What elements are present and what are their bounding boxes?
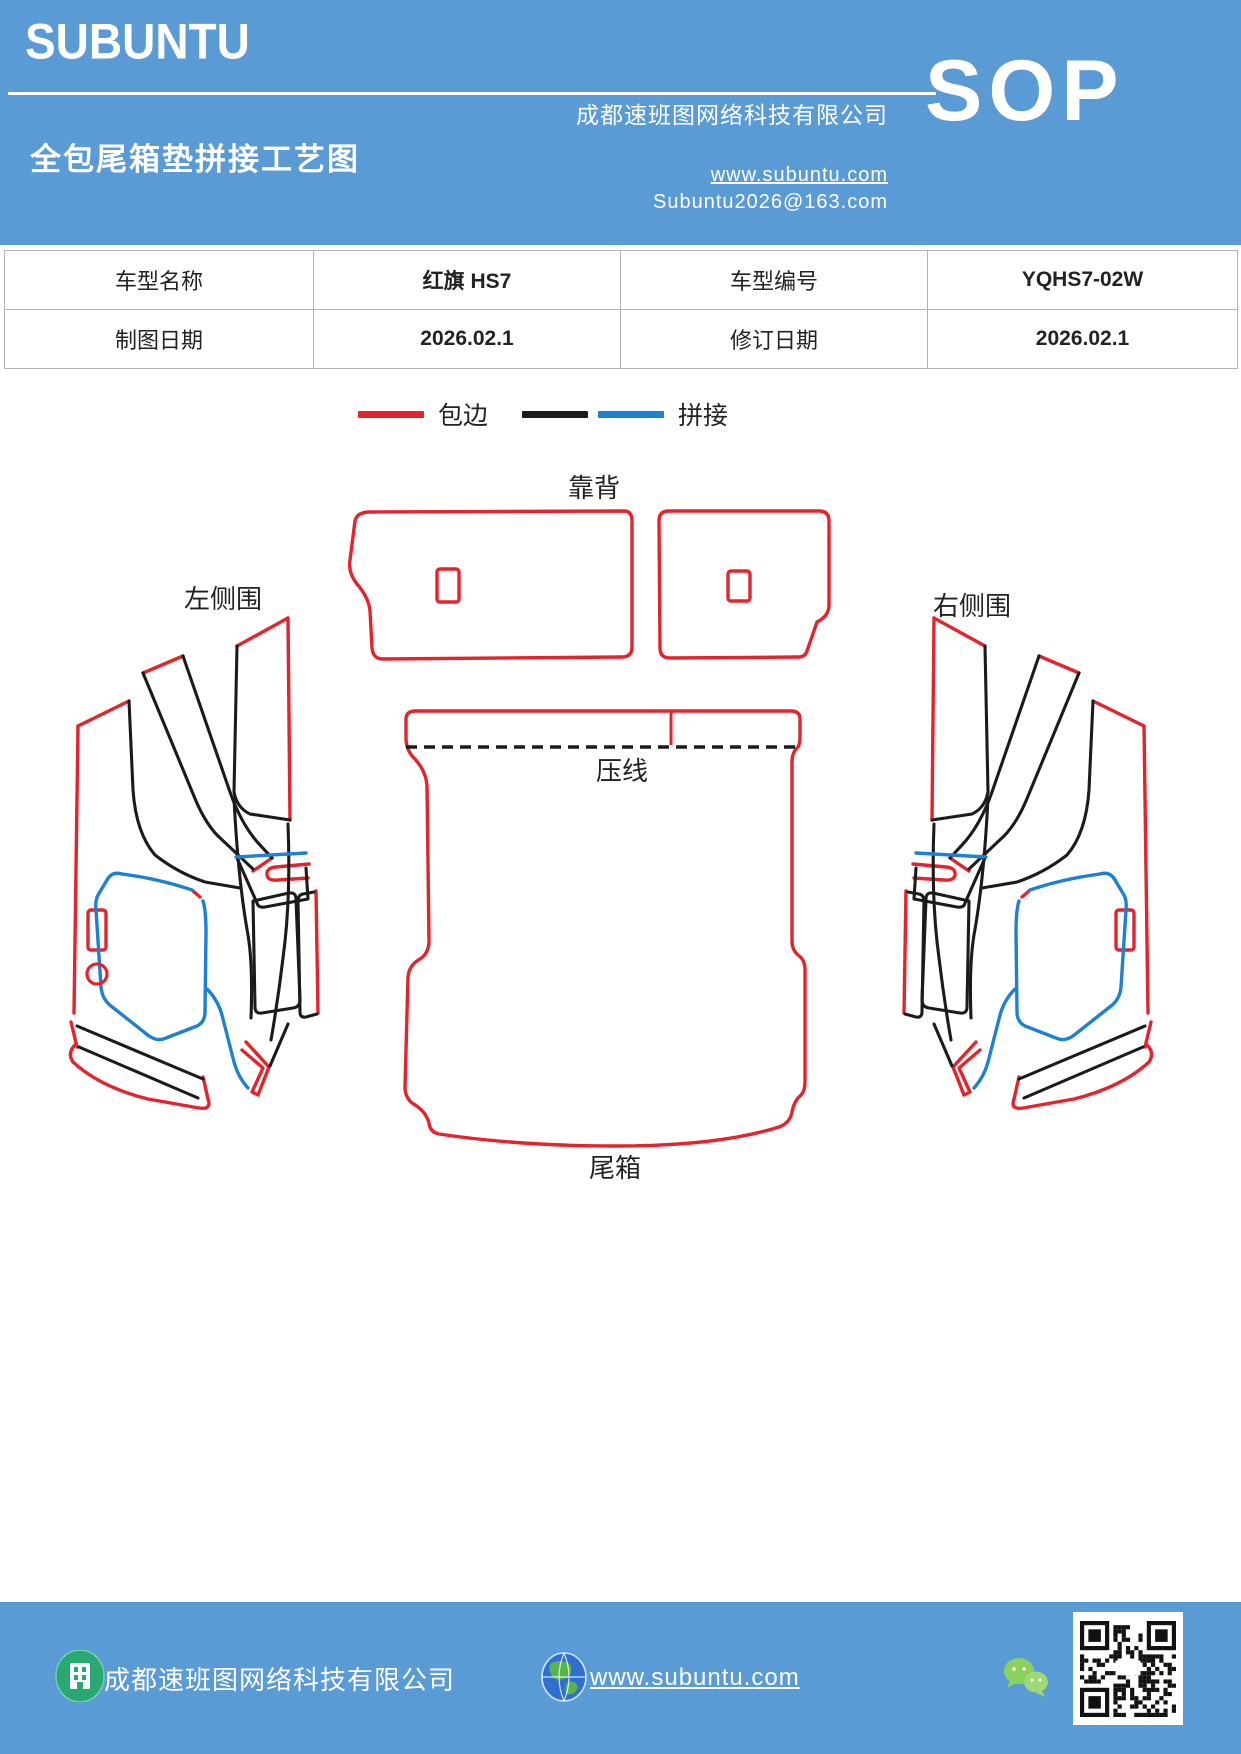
backrest-right-shape	[657, 509, 831, 660]
footer-company-name: 成都速班图网络科技有限公司	[104, 1665, 456, 1695]
left-side-hole	[85, 962, 109, 986]
binding-label: 包边	[438, 402, 489, 430]
qr-code-pattern	[1080, 1620, 1176, 1717]
backrest-left-shape	[347, 509, 634, 661]
sop-badge: SOP	[925, 43, 1125, 139]
wechat-icon	[1004, 1658, 1048, 1697]
right-side-group	[902, 616, 1154, 1111]
building-icon	[55, 1650, 105, 1702]
label-right-side: 右侧围	[933, 591, 1011, 621]
label-press-line: 压线	[596, 756, 648, 786]
label-left-side: 左侧围	[184, 584, 262, 614]
qr-code	[1073, 1612, 1183, 1725]
label-backrest: 靠背	[568, 473, 620, 503]
vehicle-info-table: 车型名称 红旗 HS7 车型编号 YQHS7-02W 制图日期 2026.02.…	[4, 250, 1238, 369]
table-value-revision-date: 2026.02.1	[928, 310, 1238, 369]
email-text: Subuntu2026@163.com	[652, 191, 888, 213]
line-legend: 包边 拼接	[358, 400, 728, 430]
splice-label: 拼接	[678, 402, 729, 430]
table-label-model-code: 车型编号	[621, 251, 928, 310]
header-divider	[8, 92, 936, 95]
company-name: 成都速班图网络科技有限公司	[576, 102, 888, 128]
brand-logo: SUBUNTU	[25, 13, 250, 70]
pattern-diagram: 靠背 左侧围 右侧围 压线 尾箱	[0, 430, 1241, 1220]
binding-line-swatch	[358, 410, 424, 418]
header-contact-block: 成都速班图网络科技有限公司 www.subuntu.com Subuntu202…	[576, 96, 888, 214]
splice-blue-swatch	[598, 410, 665, 418]
splice-black-swatch	[522, 410, 589, 418]
page-footer: 成都速班图网络科技有限公司 www.subuntu.com	[0, 1602, 1241, 1754]
globe-icon	[541, 1652, 587, 1702]
pattern-diagram-svg: 靠背 左侧围 右侧围 压线 尾箱	[68, 473, 1154, 1183]
page-title: 全包尾箱垫拼接工艺图	[30, 142, 360, 177]
left-side-group	[68, 616, 320, 1111]
table-label-revision-date: 修订日期	[621, 310, 928, 369]
website-link[interactable]: www.subuntu.com	[710, 164, 888, 186]
trunk-shape	[403, 709, 807, 1148]
table-label-draw-date: 制图日期	[5, 310, 314, 369]
page-header: SUBUNTU 全包尾箱垫拼接工艺图 成都速班图网络科技有限公司 www.sub…	[0, 0, 1241, 245]
table-value-draw-date: 2026.02.1	[314, 310, 621, 369]
table-value-model-name: 红旗 HS7	[314, 251, 621, 310]
table-value-model-code: YQHS7-02W	[928, 251, 1238, 310]
footer-website-link[interactable]: www.subuntu.com	[590, 1664, 800, 1691]
table-label-model-name: 车型名称	[5, 251, 314, 310]
label-trunk: 尾箱	[589, 1153, 641, 1183]
